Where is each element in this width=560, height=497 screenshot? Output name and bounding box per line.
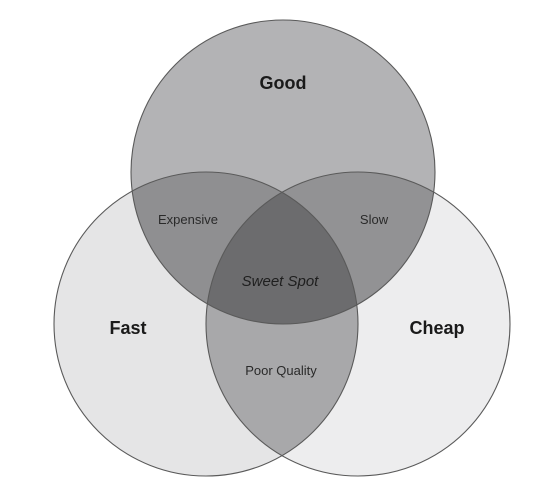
fast-label: Fast — [109, 318, 146, 338]
cheap-label: Cheap — [409, 318, 464, 338]
cheap-outline — [205, 171, 511, 477]
good-outline — [130, 19, 436, 325]
circle-outlines — [53, 19, 511, 477]
sweet-spot-label: Sweet Spot — [242, 273, 320, 290]
poor-quality-label: Poor Quality — [245, 363, 317, 378]
expensive-label: Expensive — [158, 212, 218, 227]
good-label: Good — [260, 73, 307, 93]
slow-label: Slow — [360, 212, 389, 227]
fast-outline — [53, 171, 359, 477]
overlap-all — [206, 172, 358, 324]
